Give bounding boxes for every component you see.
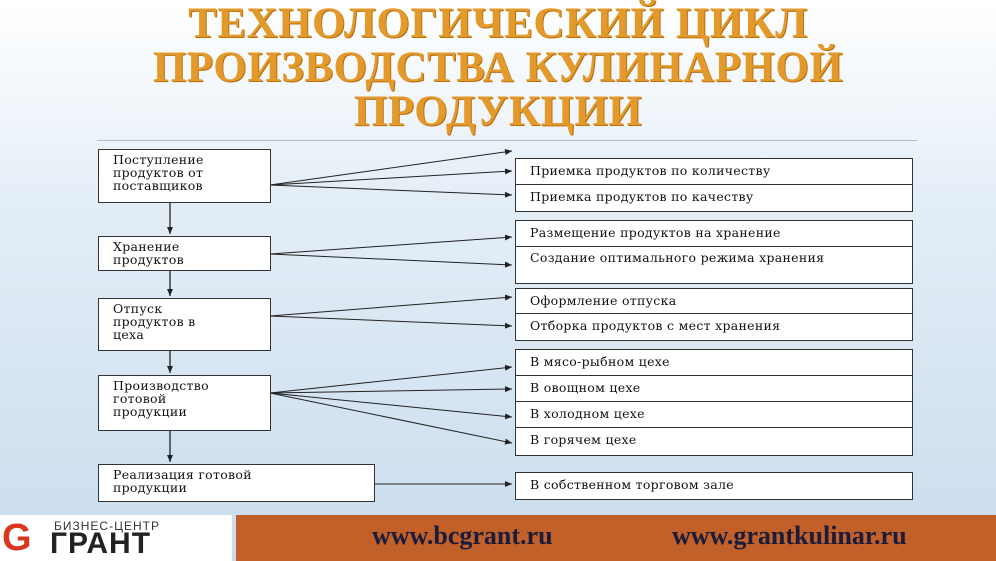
branch-arrow-4c <box>269 392 513 420</box>
stage-1-line-1: Поступление <box>113 152 204 167</box>
detail-group-production: В мясо-рыбном цехе В овощном цехе В холо… <box>515 349 913 456</box>
title-line-3: ПРОДУКЦИИ <box>353 88 643 135</box>
title-divider <box>97 140 917 141</box>
website-link-grantkulinar[interactable]: www.grantkulinar.ru <box>672 521 907 550</box>
branch-arrow-1a <box>269 149 513 186</box>
stage-box-release: Отпуск продуктов в цеха <box>98 298 271 351</box>
detail-item: В горячем цехе <box>530 432 637 447</box>
stage-2-line-1: Хранение <box>113 239 180 254</box>
logo-subtitle: БИЗНЕС-ЦЕНТР <box>54 519 160 533</box>
detail-item: Приемка продуктов по количеству <box>516 159 912 185</box>
logo-name: ГРАНТ <box>50 527 152 560</box>
company-logo: G БИЗНЕС-ЦЕНТР ГРАНТ <box>0 515 232 561</box>
website-link-bcgrant[interactable]: www.bcgrant.ru <box>372 521 553 550</box>
branch-arrow-4a <box>269 364 513 394</box>
stage-1-line-3: поставщиков <box>113 178 203 193</box>
stage-1-line-2: продуктов от <box>113 165 204 180</box>
footer: G БИЗНЕС-ЦЕНТР ГРАНТ www.bcgrant.ru www.… <box>0 515 996 561</box>
stage-3-line-3: цеха <box>113 327 145 342</box>
stage-box-storage: Хранение продуктов <box>98 236 271 271</box>
branch-arrow-3a <box>269 294 513 317</box>
detail-group-storage: Размещение продуктов на хранение Создани… <box>515 220 913 284</box>
branch-arrow-3b <box>269 315 513 329</box>
stage-box-production: Производство готовой продукции <box>98 375 271 431</box>
detail-item: Отборка продуктов с мест хранения <box>530 318 781 333</box>
detail-item: В мясо-рыбном цехе <box>516 350 912 376</box>
branch-arrow-1b <box>269 168 513 186</box>
stage-3-line-1: Отпуск <box>113 301 163 316</box>
detail-group-receipt: Приемка продуктов по количеству Приемка … <box>515 158 913 212</box>
stage-4-line-1: Производство <box>113 378 209 393</box>
detail-group-release: Оформление отпуска Отборка продуктов с м… <box>515 288 913 341</box>
stage-5-line-1: Реализация готовой <box>113 467 252 482</box>
stage-4-line-2: готовой <box>113 391 167 406</box>
stage-5-line-2: продукции <box>113 480 188 495</box>
stage-2-line-2: продуктов <box>113 252 184 267</box>
slide-title: ТЕХНОЛОГИЧЕСКИЙ ЦИКЛ ПРОИЗВОДСТВА КУЛИНА… <box>0 2 996 134</box>
detail-item: Создание оптимального режима хранения <box>530 250 825 265</box>
detail-item: В холодном цехе <box>516 402 912 428</box>
branch-arrow-1c <box>269 184 513 198</box>
stage-3-line-2: продуктов в <box>113 314 196 329</box>
footer-bar: www.bcgrant.ru www.grantkulinar.ru <box>236 515 996 561</box>
detail-item: Оформление отпуска <box>516 289 912 314</box>
detail-group-sales: В собственном торговом зале <box>515 472 913 500</box>
logo-g-mark: G <box>2 517 32 559</box>
detail-item: Размещение продуктов на хранение <box>516 221 912 247</box>
detail-item: В овощном цехе <box>516 376 912 402</box>
stage-box-sales: Реализация готовой продукции <box>98 464 375 502</box>
detail-item: Приемка продуктов по качеству <box>530 189 754 204</box>
branch-arrow-4b <box>269 386 513 394</box>
stage-box-receipt: Поступление продуктов от поставщиков <box>98 149 271 203</box>
branch-arrow-2a <box>269 234 513 255</box>
title-line-2: ПРОИЗВОДСТВА КУЛИНАРНОЙ <box>152 44 844 91</box>
title-line-1: ТЕХНОЛОГИЧЕСКИЙ ЦИКЛ <box>188 0 808 47</box>
branch-arrow-2b <box>269 253 513 268</box>
stage-4-line-3: продукции <box>113 404 188 419</box>
branch-arrow-4d <box>269 392 513 445</box>
detail-item: В собственном торговом зале <box>530 477 734 492</box>
